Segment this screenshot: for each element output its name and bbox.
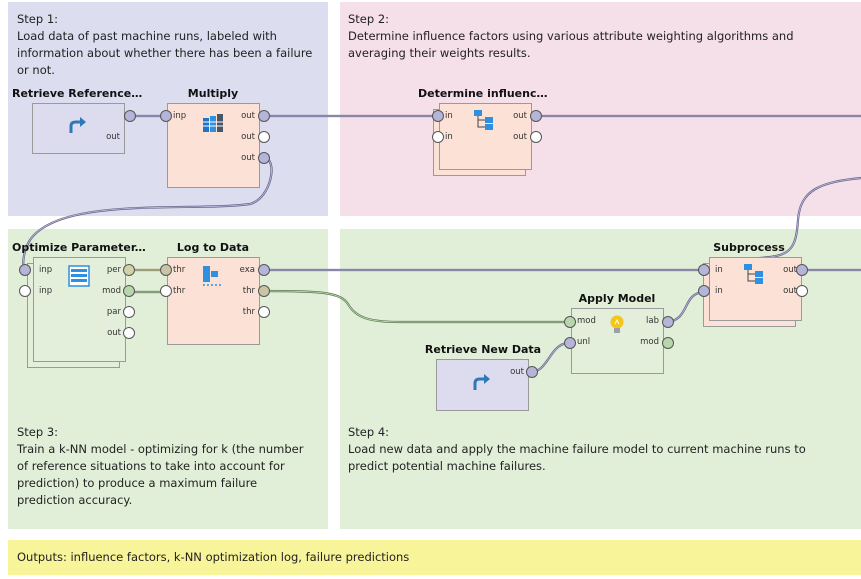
port-label-out: out xyxy=(107,328,121,338)
input-port-inp-1[interactable] xyxy=(19,264,31,276)
operator-retrieve-reference[interactable]: Retrieve Reference ... out xyxy=(12,82,146,162)
port-label-out-1: out xyxy=(513,111,527,121)
operator-multiply[interactable]: Multiply inp out out out xyxy=(150,82,276,192)
port-label-per: per xyxy=(106,265,121,275)
operator-title: Log to Data xyxy=(176,241,250,254)
log-icon xyxy=(203,266,223,286)
output-port-exa[interactable] xyxy=(258,264,270,276)
port-label-inp-1: inp xyxy=(39,265,53,275)
port-label-in-2: in xyxy=(445,132,453,142)
output-port-out[interactable] xyxy=(124,110,136,122)
output-port-out-2[interactable] xyxy=(796,285,808,297)
operator-title: Multiply xyxy=(187,87,239,100)
port-label-thr-in-1: thr xyxy=(173,265,186,275)
optimize-icon xyxy=(68,265,90,287)
step1-note: Step 1: Load data of past machine runs, … xyxy=(17,12,313,77)
operator-title: Retrieve Reference ... xyxy=(12,87,146,100)
output-port-out-1[interactable] xyxy=(258,110,270,122)
port-label-out: out xyxy=(106,132,120,142)
operator-title: Optimize Parameter... xyxy=(12,241,146,254)
port-label-out-2: out xyxy=(241,132,255,142)
output-port-out[interactable] xyxy=(123,327,135,339)
operator-apply-model[interactable]: Apply Model mod unl lab mod xyxy=(556,287,678,379)
port-label-par: par xyxy=(106,307,121,317)
subprocess-icon xyxy=(474,110,493,130)
output-port-out-1[interactable] xyxy=(530,110,542,122)
subprocess-icon xyxy=(744,264,763,284)
output-port-out-1[interactable] xyxy=(796,264,808,276)
port-label-out: out xyxy=(510,367,524,377)
operator-title: Apply Model xyxy=(578,292,656,305)
port-label-mod-out: mod xyxy=(640,337,659,347)
input-port-in-2[interactable] xyxy=(432,131,444,143)
step2-note: Step 2: Determine influence factors usin… xyxy=(348,12,794,60)
operator-body[interactable]: mod unl lab mod xyxy=(571,308,664,374)
operator-title: Retrieve New Data xyxy=(424,343,542,356)
output-port-out-2[interactable] xyxy=(258,131,270,143)
output-port-mod[interactable] xyxy=(123,285,135,297)
retrieve-icon xyxy=(473,374,490,390)
port-label-out-2: out xyxy=(513,132,527,142)
operator-body[interactable]: thr thr exa thr thr xyxy=(167,257,260,345)
port-label-in-1: in xyxy=(445,111,453,121)
operator-body[interactable]: in in out out xyxy=(439,103,532,170)
operator-body[interactable]: in in out out xyxy=(709,257,802,321)
multiply-icon xyxy=(203,114,223,132)
operator-determine-influence[interactable]: Determine influence... in in out out xyxy=(418,82,548,182)
port-label-thr-out-1: thr xyxy=(242,286,255,296)
input-port-thr-2[interactable] xyxy=(160,285,172,297)
operator-title: Determine influence... xyxy=(418,87,548,100)
operator-body[interactable]: inp inp per mod par out xyxy=(33,257,126,362)
port-label-unl: unl xyxy=(577,337,591,347)
output-port-mod[interactable] xyxy=(662,337,674,349)
output-port-lab[interactable] xyxy=(662,316,674,328)
port-label-lab: lab xyxy=(646,316,659,326)
operator-retrieve-new-data[interactable]: Retrieve New Data out xyxy=(416,338,550,416)
port-label-out-2: out xyxy=(783,286,797,296)
operator-title: Subprocess xyxy=(713,241,785,254)
output-port-out-2[interactable] xyxy=(530,131,542,143)
input-port-in-2[interactable] xyxy=(698,285,710,297)
port-label-out-1: out xyxy=(783,265,797,275)
step4-note: Step 4: Load new data and apply the mach… xyxy=(348,425,806,473)
output-port-thr-2[interactable] xyxy=(258,306,270,318)
port-label-in-1: in xyxy=(715,265,723,275)
operator-body[interactable]: out xyxy=(32,103,125,154)
operator-log-to-data[interactable]: Log to Data thr thr exa thr thr xyxy=(150,236,276,348)
input-port-unl[interactable] xyxy=(564,337,576,349)
port-label-thr-out-2: thr xyxy=(242,307,255,317)
port-label-inp-2: inp xyxy=(39,286,53,296)
output-port-out[interactable] xyxy=(526,366,538,378)
outputs-region xyxy=(8,540,861,575)
output-port-out-3[interactable] xyxy=(258,152,270,164)
operator-optimize-parameters[interactable]: Optimize Parameter... inp inp per mod pa… xyxy=(12,236,146,370)
input-port-in-1[interactable] xyxy=(432,110,444,122)
operator-body[interactable]: inp out out out xyxy=(167,103,260,188)
port-label-mod: mod xyxy=(102,286,121,296)
retrieve-icon xyxy=(69,117,86,133)
lightbulb-icon xyxy=(610,315,624,333)
step2-region xyxy=(340,2,861,216)
port-label-inp: inp xyxy=(173,111,187,121)
input-port-mod[interactable] xyxy=(564,316,576,328)
input-port-thr-1[interactable] xyxy=(160,264,172,276)
port-label-thr-in-2: thr xyxy=(173,286,186,296)
input-port-inp[interactable] xyxy=(160,110,172,122)
operator-subprocess[interactable]: Subprocess in in out out xyxy=(684,236,814,336)
input-port-inp-2[interactable] xyxy=(19,285,31,297)
port-label-in-2: in xyxy=(715,286,723,296)
step3-note: Step 3: Train a k-NN model - optimizing … xyxy=(17,425,304,507)
port-label-out-1: out xyxy=(241,111,255,121)
wire-log-apply xyxy=(262,289,570,324)
input-port-in-1[interactable] xyxy=(698,264,710,276)
port-label-mod-in: mod xyxy=(577,316,596,326)
operator-body[interactable]: out xyxy=(436,359,529,411)
output-port-par[interactable] xyxy=(123,306,135,318)
output-port-thr-1[interactable] xyxy=(258,285,270,297)
output-port-per[interactable] xyxy=(123,264,135,276)
port-label-out-3: out xyxy=(241,153,255,163)
outputs-note: Outputs: influence factors, k-NN optimiz… xyxy=(17,550,410,564)
port-label-exa: exa xyxy=(239,265,255,275)
